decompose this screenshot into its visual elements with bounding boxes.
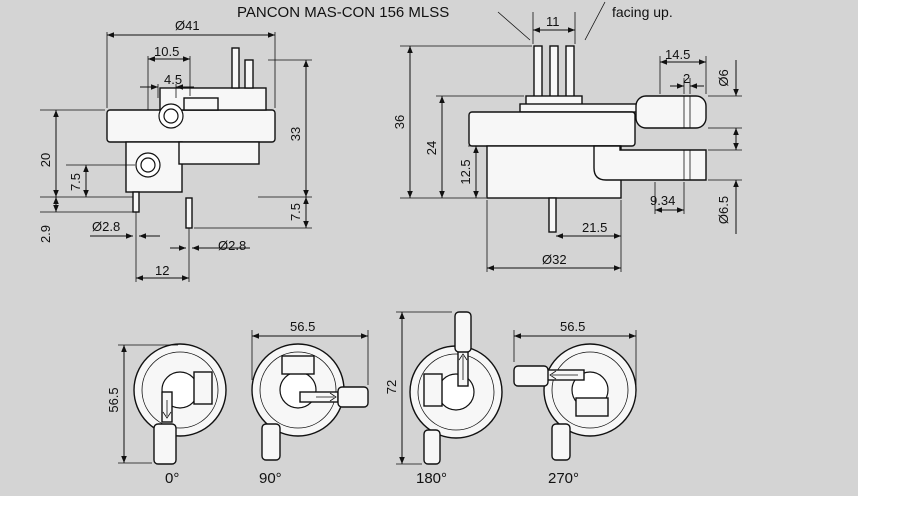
tube-180 — [454, 311, 472, 353]
dim-10-5: 10.5 — [154, 44, 179, 59]
sensor-body — [106, 109, 276, 143]
connector-pin-1 — [533, 45, 543, 99]
lower-tube-elbow — [593, 145, 707, 181]
connector-pin-3 — [565, 45, 575, 99]
right-side-view: PANCON MAS-CON 156 MLSS facing up. — [237, 1, 742, 272]
dim-33: 33 — [288, 127, 303, 141]
dim-4-5: 4.5 — [164, 72, 182, 87]
tube-90 — [337, 386, 369, 408]
lower-port-inner — [140, 157, 156, 173]
view270-dim: 56.5 — [560, 319, 585, 334]
orientation-callout: facing up. — [612, 4, 673, 20]
dim-d28b: Ø2.8 — [218, 238, 246, 253]
connector-block-270 — [575, 397, 609, 417]
connector-block-180 — [423, 373, 443, 407]
dim-d28a: Ø2.8 — [92, 219, 120, 234]
dim-21-5: 21.5 — [582, 220, 607, 235]
orientation-view-180: 72 180° — [384, 311, 503, 487]
upper-port-inner — [163, 108, 179, 124]
bottom-pin-left — [132, 191, 140, 213]
dim-14-5: 14.5 — [665, 47, 690, 62]
dim-12: 12 — [155, 263, 169, 278]
view270-angle: 270° — [548, 470, 579, 487]
orientation-view-0: 56.5 0° — [106, 343, 227, 487]
dim-2: 2 — [683, 71, 690, 86]
connector-callout: PANCON MAS-CON 156 MLSS — [237, 4, 449, 21]
dim-11: 11 — [546, 14, 560, 29]
connector-collar — [519, 103, 639, 113]
dim-7-5: 7.5 — [68, 173, 83, 191]
view90-angle: 90° — [259, 470, 282, 487]
connector-pin-2 — [549, 45, 559, 99]
left-side-view: Ø41 10.5 4.5 20 7.5 2.9 33 7.5 Ø2.8 Ø2.8… — [38, 18, 312, 282]
tube-270 — [513, 365, 549, 387]
view180-dim: 72 — [384, 380, 399, 394]
lower-housing — [125, 141, 183, 193]
orientation-leader — [584, 1, 606, 41]
dim-24: 24 — [424, 141, 439, 155]
pin-right — [244, 59, 254, 89]
dim-9-34: 9.34 — [650, 193, 675, 208]
dim-d6: Ø6 — [716, 69, 731, 86]
connector-leader — [497, 11, 531, 41]
tube-0 — [153, 423, 177, 465]
view0-dim: 56.5 — [106, 387, 121, 412]
pin-left — [231, 47, 240, 89]
view180-angle: 180° — [416, 470, 447, 487]
view0-angle: 0° — [165, 470, 179, 487]
orientation-view-270: 56.5 270° — [513, 319, 637, 487]
bottom-pin-right — [185, 197, 193, 229]
orientation-view-90: 56.5 90° — [251, 319, 369, 487]
connector-block-90 — [281, 355, 315, 375]
view90-dim: 56.5 — [290, 319, 315, 334]
dim-d32: Ø32 — [542, 252, 567, 267]
dim-d41: Ø41 — [175, 18, 200, 33]
mount-flange — [178, 141, 260, 165]
dim-12-5: 12.5 — [458, 159, 473, 184]
dim-d6-5: Ø6.5 — [716, 196, 731, 224]
bottom-pin-right-view — [548, 197, 557, 233]
top-connector-tab — [183, 97, 219, 111]
connector-block-0 — [193, 371, 213, 405]
sensor-body-right — [468, 111, 636, 147]
dim-2-9: 2.9 — [38, 225, 53, 243]
dim-7-5b: 7.5 — [288, 203, 303, 221]
upper-tube — [635, 95, 707, 129]
dim-36: 36 — [392, 115, 407, 129]
dim-20: 20 — [38, 153, 53, 167]
